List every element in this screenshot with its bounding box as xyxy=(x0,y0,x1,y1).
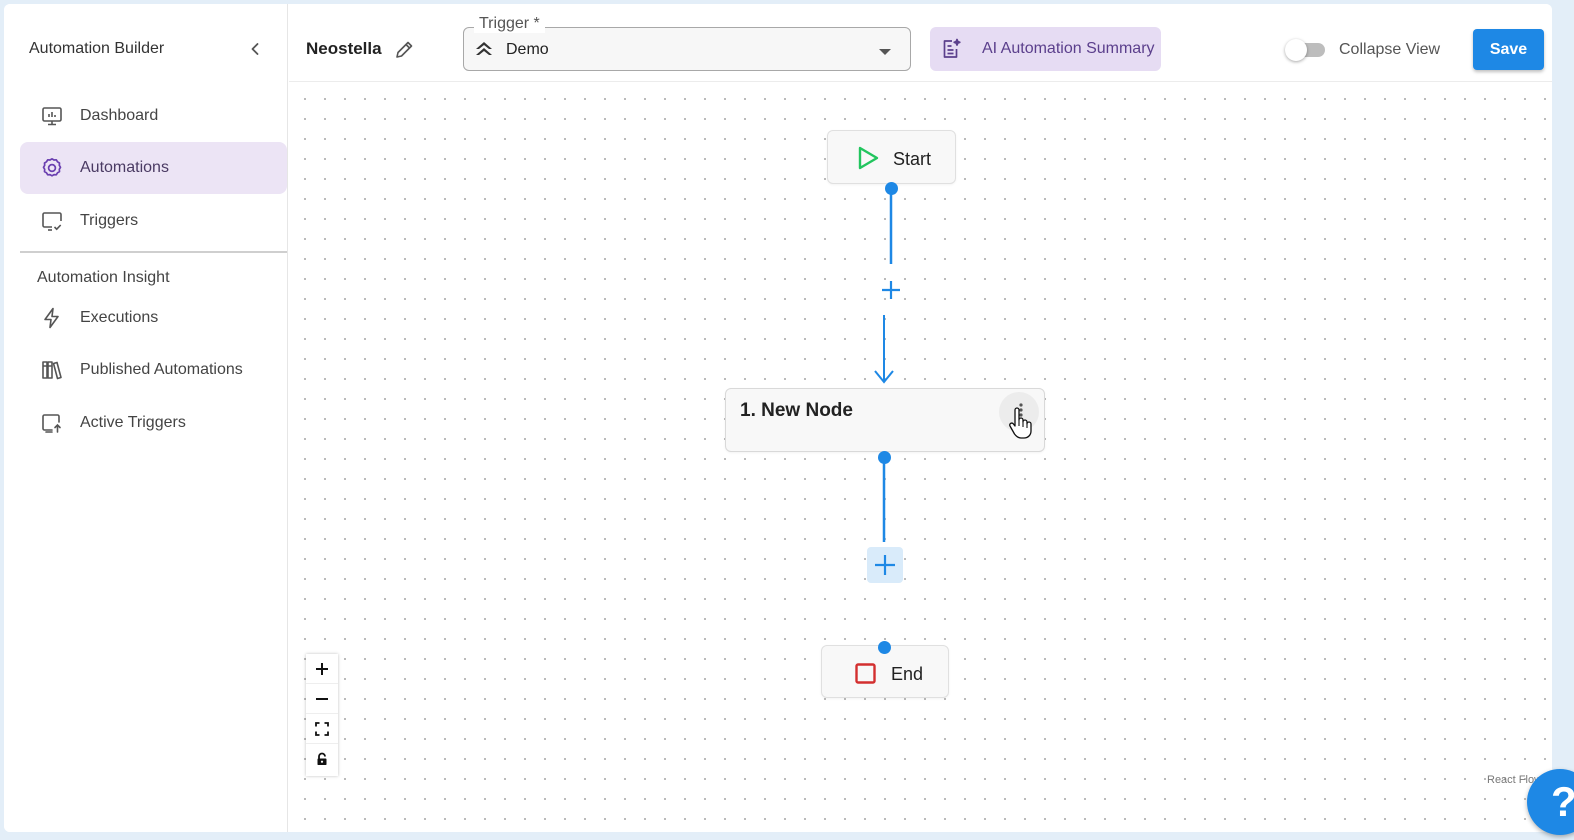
flow-canvas[interactable]: Start 1. New Node End xyxy=(289,83,1552,832)
sidebar-item-dashboard[interactable]: Dashboard xyxy=(20,90,287,142)
toggle-thumb xyxy=(1285,39,1307,61)
sidebar-item-label: Triggers xyxy=(80,212,139,229)
flow-edges xyxy=(874,188,894,542)
top-bar: Neostella Trigger * Demo AI Automation S… xyxy=(289,4,1552,82)
fit-view-icon xyxy=(315,721,329,736)
save-button[interactable]: Save xyxy=(1473,29,1544,70)
sidebar-item-automations[interactable]: Automations xyxy=(20,142,287,194)
edge-arrowhead xyxy=(874,370,894,384)
collapse-view-toggle[interactable] xyxy=(1285,38,1327,61)
workflow-node-label: 1. New Node xyxy=(740,400,853,421)
sidebar-item-label: Dashboard xyxy=(80,107,159,124)
plus-icon xyxy=(316,662,328,675)
sidebar-item-label: Executions xyxy=(80,309,159,326)
app-window: Automation Builder Dashboard Automations… xyxy=(4,4,1552,832)
start-node-label: Start xyxy=(893,149,932,169)
pencil-icon[interactable] xyxy=(393,39,415,61)
workflow-node[interactable]: 1. New Node xyxy=(725,388,1045,452)
play-icon xyxy=(856,145,880,171)
lock-icon xyxy=(317,752,327,765)
gear-icon xyxy=(39,155,65,181)
automation-name: Neostella xyxy=(306,39,382,58)
react-flow-attribution[interactable]: React Flow xyxy=(1487,774,1543,786)
ai-document-icon xyxy=(940,38,962,60)
sidebar-item-active-triggers[interactable]: Active Triggers xyxy=(20,397,287,449)
section-title-automation-insight: Automation Insight xyxy=(37,269,170,286)
start-node-handle[interactable] xyxy=(885,182,898,195)
hand-cursor-icon xyxy=(1007,406,1033,440)
sidebar-item-label: Active Triggers xyxy=(80,414,186,431)
sidebar-item-label: Published Automations xyxy=(80,361,243,378)
sidebar-item-published-automations[interactable]: Published Automations xyxy=(20,344,287,396)
sidebar-item-executions[interactable]: Executions xyxy=(20,292,287,344)
start-node[interactable]: Start xyxy=(827,130,956,184)
add-node-button[interactable] xyxy=(874,273,908,307)
ai-automation-summary-button[interactable]: AI Automation Summary xyxy=(930,27,1161,71)
monitor-icon xyxy=(39,103,65,129)
screen-check-icon xyxy=(39,208,65,234)
zoom-out-button[interactable] xyxy=(306,684,338,714)
workflow-node-handle[interactable] xyxy=(878,451,891,464)
sidebar-item-triggers[interactable]: Triggers xyxy=(20,195,287,247)
add-node-button-highlighted[interactable] xyxy=(867,547,903,583)
sidebar-item-label: Automations xyxy=(80,159,169,176)
chevron-left-icon xyxy=(251,43,259,55)
minus-icon xyxy=(316,697,328,700)
trigger-select-label: Trigger * xyxy=(474,15,545,33)
sidebar-title: Automation Builder xyxy=(29,40,165,57)
ai-automation-summary-label: AI Automation Summary xyxy=(982,40,1155,57)
lock-button[interactable] xyxy=(306,744,338,774)
lightning-icon xyxy=(39,305,65,331)
plus-icon xyxy=(882,281,900,299)
more-vertical-icon xyxy=(1019,403,1023,417)
sidebar-divider xyxy=(20,251,287,253)
double-chevron-up-icon xyxy=(474,40,494,58)
plus-icon xyxy=(875,555,895,575)
help-button[interactable]: ? xyxy=(1527,769,1574,835)
trigger-select-value: Demo xyxy=(506,41,549,58)
stop-square-icon xyxy=(855,663,876,684)
caret-down-icon xyxy=(878,44,892,55)
end-node-handle[interactable] xyxy=(878,641,891,654)
end-node-label: End xyxy=(891,664,924,684)
trigger-select[interactable]: Trigger * Demo xyxy=(463,15,911,71)
collapse-view-label: Collapse View xyxy=(1339,41,1441,58)
fit-view-button[interactable] xyxy=(306,714,338,744)
screen-upload-icon xyxy=(39,410,65,436)
books-icon xyxy=(39,357,65,383)
zoom-in-button[interactable] xyxy=(306,654,338,684)
sidebar: Automation Builder Dashboard Automations… xyxy=(4,4,288,832)
sidebar-header: Automation Builder xyxy=(4,4,287,94)
collapse-sidebar-button[interactable] xyxy=(244,38,266,60)
canvas-controls xyxy=(306,654,338,776)
